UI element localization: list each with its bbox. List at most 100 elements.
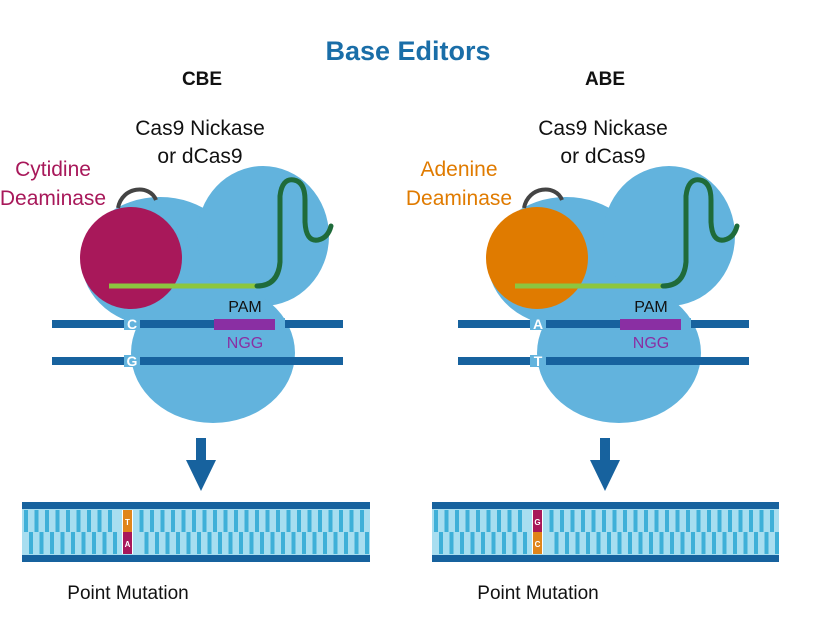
down-arrow <box>186 438 216 491</box>
ladder-rung <box>680 532 685 554</box>
deaminase-label-line1: Adenine <box>420 158 497 181</box>
panel-heading: CBE <box>182 69 222 90</box>
result-label: Point Mutation <box>67 583 188 604</box>
ladder-rung <box>591 510 596 532</box>
ladder-rung <box>176 532 180 554</box>
ladder-rung <box>213 510 217 532</box>
ladder-rung <box>365 532 369 554</box>
ladder-rung <box>743 532 748 554</box>
ladder-rung <box>770 510 774 532</box>
ladder-rung <box>260 532 264 554</box>
ladder-rung <box>339 510 343 532</box>
ladder-rung <box>586 532 590 554</box>
ladder-rung <box>612 510 617 532</box>
ladder-rung <box>29 532 33 554</box>
ladder-rung <box>228 532 233 554</box>
ladder-rung <box>297 510 301 532</box>
ladder-rung <box>60 532 65 554</box>
ladder-rung <box>554 532 559 554</box>
ladder-rung <box>155 532 159 554</box>
mutated-base-bottom-label: C <box>535 540 541 549</box>
ladder-rung <box>281 532 285 554</box>
ladder-rung <box>691 532 695 554</box>
diagram-title: Base Editors <box>325 36 490 66</box>
ladder-rung <box>87 510 91 532</box>
mutated-base-top <box>533 510 542 532</box>
ladder-rung <box>764 532 769 554</box>
ladder-rung <box>481 532 485 554</box>
dna-ladder: T A <box>22 502 370 562</box>
ladder-rung <box>507 510 512 532</box>
ladder-rung <box>102 532 107 554</box>
ladder-rung <box>181 510 186 532</box>
ladder-rung <box>97 510 102 532</box>
ladder-rung <box>696 510 701 532</box>
ladder-rung <box>160 510 165 532</box>
ladder-rung <box>244 510 249 532</box>
ladder-rung <box>502 532 506 554</box>
ladder-rung <box>670 532 674 554</box>
ladder-rung <box>139 510 144 532</box>
linker <box>522 187 564 209</box>
ladder-rung <box>113 532 117 554</box>
ladder-rung <box>318 510 322 532</box>
ladder-rung <box>92 532 96 554</box>
ladder-rung <box>81 532 86 554</box>
ladder-rung <box>50 532 54 554</box>
ladder-rung <box>749 510 753 532</box>
ladder-rung <box>333 532 338 554</box>
ladder-rung <box>276 510 280 532</box>
deaminase-label-line2: Deaminase <box>0 187 106 210</box>
mutated-base-bottom <box>533 532 542 554</box>
ladder-rung <box>476 510 480 532</box>
target-base-top: A <box>533 316 543 332</box>
deaminase-label-line1: Cytidine <box>15 158 91 181</box>
ladder-rung <box>270 532 275 554</box>
deaminase-domain <box>486 207 588 309</box>
enzyme-label-line1: Cas9 Nickase <box>135 117 265 140</box>
ladder-rung <box>449 532 454 554</box>
ladder-rung <box>617 532 622 554</box>
ladder-rung <box>307 510 312 532</box>
base-gap-top <box>530 318 546 330</box>
ladder-rung <box>707 510 711 532</box>
ladder-rung <box>434 510 438 532</box>
ladder-rung <box>239 532 243 554</box>
target-base-top: C <box>127 316 137 332</box>
ladder-rung <box>518 510 522 532</box>
deaminase-domain <box>80 207 182 309</box>
ladder-rung <box>165 532 170 554</box>
ladder-rung <box>654 510 659 532</box>
ladder-rung <box>71 532 75 554</box>
ladder-rung <box>738 510 743 532</box>
ngg-label: NGG <box>227 335 263 352</box>
ladder-rung <box>575 532 580 554</box>
ladder-rung <box>712 532 716 554</box>
pam-site <box>214 319 275 330</box>
ladder-rung <box>76 510 81 532</box>
ladder-rung <box>328 510 333 532</box>
ladder-rung <box>150 510 154 532</box>
panel-cbe: CBE Cas9 Nickase or dCas9 Cytidine Deami… <box>0 69 370 604</box>
ladder-rung <box>759 510 764 532</box>
down-arrow <box>590 438 620 491</box>
ladder-rung <box>623 510 627 532</box>
ladder-rung <box>302 532 306 554</box>
ladder-rung <box>291 532 296 554</box>
ladder-rung <box>628 532 632 554</box>
ladder-rung <box>444 510 449 532</box>
ladder-rung <box>24 510 28 532</box>
ladder-rung <box>34 510 39 532</box>
ladder-rung <box>439 532 443 554</box>
base-gap-bottom <box>124 355 140 367</box>
ladder-rung <box>460 532 464 554</box>
ladder-rung <box>602 510 606 532</box>
ladder-rung <box>223 510 228 532</box>
ladder-rung <box>491 532 496 554</box>
guide-rna-scaffold <box>254 177 334 289</box>
pam-label: PAM <box>228 299 261 316</box>
ladder-rung <box>312 532 317 554</box>
ladder-rung <box>55 510 60 532</box>
ladder-rung <box>649 532 653 554</box>
